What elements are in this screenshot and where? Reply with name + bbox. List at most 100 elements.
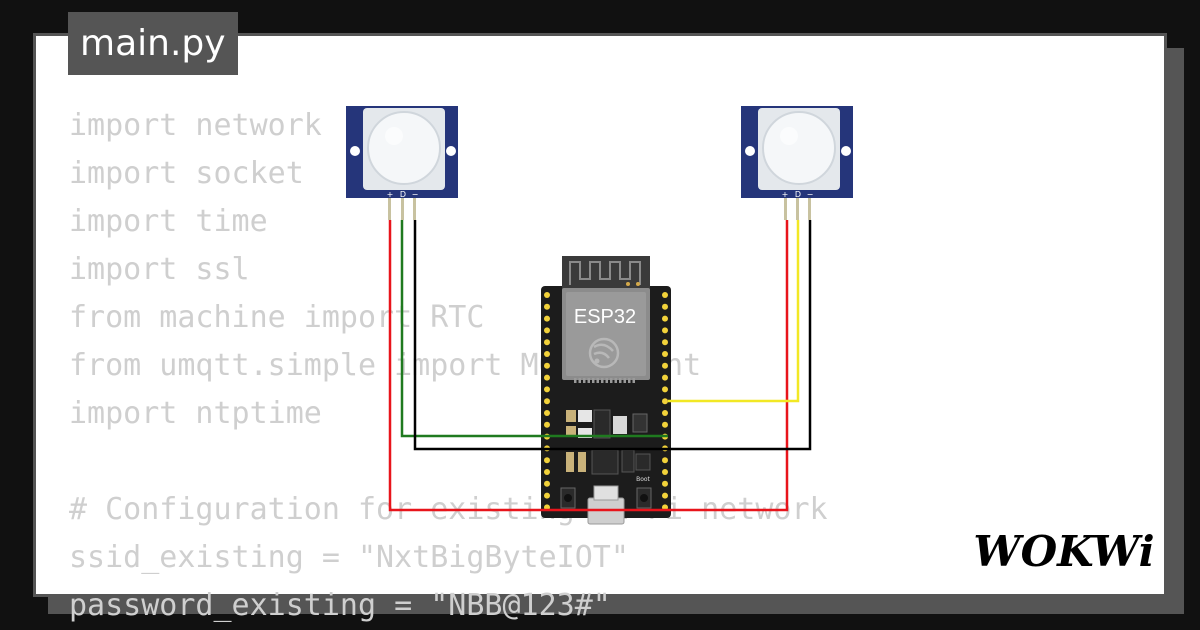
mount-hole (350, 146, 360, 156)
smd-component (578, 452, 586, 472)
code-line: ssid_existing = "NxtBigByteIOT" (69, 540, 629, 575)
mount-hole (841, 146, 851, 156)
module-pad (587, 378, 590, 383)
esp32-board[interactable]: ESP32 Boot (541, 256, 671, 525)
header-pin[interactable] (662, 386, 668, 393)
module-shield-inner (566, 292, 646, 376)
file-tab[interactable]: main.py (68, 12, 238, 75)
mount-hole (745, 146, 755, 156)
en-button[interactable] (560, 487, 576, 509)
header-pin[interactable] (544, 292, 550, 298)
pir-sensor-left[interactable]: + D − (346, 106, 458, 220)
antenna-pad (636, 282, 640, 286)
code-line: import time (69, 204, 268, 239)
header-pin[interactable] (544, 315, 550, 322)
header-pin[interactable] (662, 315, 668, 322)
header-pin[interactable] (544, 421, 550, 428)
pir-dome (367, 111, 441, 185)
smd-component (566, 426, 576, 436)
pin-label-gnd: − (807, 190, 814, 199)
module-pad (601, 378, 604, 383)
sensor-pin (796, 198, 799, 220)
smd-component (566, 410, 576, 422)
module-label: ESP32 (574, 306, 636, 328)
led-chip (632, 413, 648, 433)
header-pin[interactable] (544, 327, 550, 334)
code-line: from machine import RTC (69, 300, 485, 335)
module-pad (632, 378, 635, 383)
header-pin[interactable] (544, 351, 550, 357)
antenna-trace (569, 261, 641, 285)
header-pin[interactable] (544, 374, 550, 381)
header-pin[interactable] (662, 303, 668, 310)
module-pad (605, 378, 608, 383)
pin-label-gnd: − (412, 190, 419, 199)
dome-highlight (385, 127, 403, 145)
header-pin[interactable] (544, 386, 550, 393)
smd-component (578, 410, 592, 422)
wire-data-right (668, 220, 800, 403)
pin-label-vcc: + (387, 190, 394, 199)
header-pin[interactable] (662, 339, 668, 346)
header-pin[interactable] (662, 327, 668, 334)
module-pad (574, 378, 577, 383)
header-pin[interactable] (662, 374, 668, 381)
espressif-icon (588, 337, 620, 369)
header-pin[interactable] (662, 469, 668, 475)
header-pin[interactable] (544, 469, 550, 475)
wire-data-left (400, 220, 668, 438)
pir-sensor-right[interactable]: + D − (741, 106, 853, 220)
header-pin[interactable] (662, 457, 668, 464)
header-pin[interactable] (662, 421, 668, 428)
header-pin[interactable] (544, 303, 550, 310)
header-pin[interactable] (662, 410, 668, 416)
sensor-pin (784, 198, 787, 220)
usb-uart-chip (591, 449, 619, 475)
wokwi-logo: WOKWi (973, 527, 1154, 576)
sensor-pin (388, 198, 391, 220)
smd-component (635, 453, 651, 471)
boot-button[interactable] (636, 487, 652, 509)
header-pin[interactable] (662, 398, 668, 405)
wires (388, 220, 812, 512)
regulator-chip (593, 409, 611, 439)
sensor-pin (413, 198, 416, 220)
module-pad (583, 378, 586, 383)
pin-label-vcc: + (782, 190, 789, 199)
module-pads (574, 378, 635, 383)
header-pin[interactable] (544, 492, 550, 499)
smd-component (566, 452, 574, 472)
header-pin[interactable] (544, 398, 550, 405)
left-pin-header (544, 292, 550, 511)
header-pin[interactable] (662, 292, 668, 298)
header-pin[interactable] (662, 351, 668, 357)
wire-vcc-left (388, 220, 789, 512)
code-line: import ntptime (69, 396, 322, 431)
pir-dome (762, 111, 836, 185)
header-pin[interactable] (544, 339, 550, 346)
header-pin[interactable] (544, 362, 550, 369)
smd-component (621, 449, 635, 473)
header-pin[interactable] (544, 410, 550, 416)
module-pad (628, 378, 631, 383)
mount-hole (446, 146, 456, 156)
code-line: import socket (69, 156, 304, 191)
wire-gnd-left (413, 220, 812, 451)
module-pad (623, 378, 626, 383)
header-pin[interactable] (662, 480, 668, 487)
header-pin[interactable] (662, 362, 668, 369)
code-line: import network (69, 108, 322, 143)
boot-label: Boot (636, 476, 650, 483)
smd-component (578, 428, 592, 438)
header-pin[interactable] (544, 480, 550, 487)
header-pin[interactable] (662, 492, 668, 499)
code-line: password_existing = "NBB@123#" (69, 588, 611, 623)
dome-highlight (780, 127, 798, 145)
sensor-pin (401, 198, 404, 220)
module-pad (596, 378, 599, 383)
module-pad (610, 378, 613, 383)
pin-label-data: D (400, 190, 406, 199)
header-pin[interactable] (544, 457, 550, 464)
code-line: import ssl (69, 252, 250, 287)
